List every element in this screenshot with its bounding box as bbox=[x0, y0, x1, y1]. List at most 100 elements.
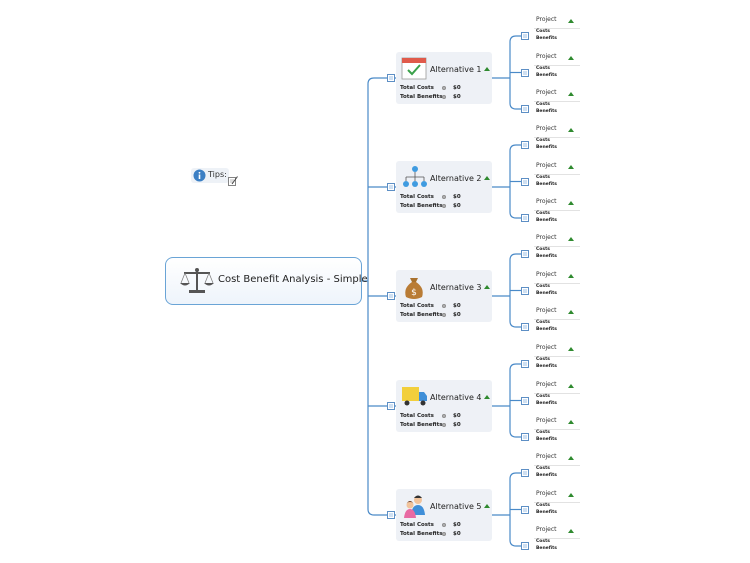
central-topic[interactable]: Cost Benefit Analysis - Simple bbox=[165, 257, 368, 305]
project-label[interactable]: Project bbox=[536, 52, 557, 60]
collapse-arrow-icon[interactable] bbox=[484, 504, 490, 508]
collapse-arrow-icon[interactable] bbox=[568, 55, 574, 60]
divider bbox=[534, 246, 580, 247]
gear-icon bbox=[442, 532, 446, 536]
delivery-truck-icon bbox=[402, 387, 427, 406]
benefits-label: Benefits bbox=[536, 364, 557, 369]
collapse-arrow-icon[interactable] bbox=[484, 285, 490, 289]
total-benefits-value: $0 bbox=[453, 312, 461, 318]
project-label[interactable]: Project bbox=[536, 89, 557, 96]
collapse-arrow-icon[interactable] bbox=[484, 67, 490, 71]
project-label[interactable]: Project bbox=[536, 489, 557, 497]
collapse-toggle[interactable] bbox=[387, 183, 395, 191]
collapse-toggle[interactable] bbox=[521, 141, 529, 149]
collapse-toggle[interactable] bbox=[521, 286, 529, 295]
collapse-arrow-icon[interactable] bbox=[568, 383, 574, 388]
benefits-label: Benefits bbox=[536, 290, 557, 296]
collapse-toggle[interactable] bbox=[521, 542, 529, 550]
collapse-arrow-icon[interactable] bbox=[568, 237, 574, 241]
project-label[interactable]: Project bbox=[536, 453, 557, 460]
note-icon[interactable] bbox=[228, 176, 238, 186]
collapse-toggle[interactable] bbox=[521, 32, 529, 40]
costs-label: Costs bbox=[536, 539, 550, 544]
project-label[interactable]: Project bbox=[536, 307, 557, 314]
project-label[interactable]: Project bbox=[536, 234, 557, 241]
collapse-arrow-icon[interactable] bbox=[568, 420, 574, 424]
project-label[interactable]: Project bbox=[536, 161, 557, 169]
alternative-node[interactable]: Alternative 2 Total Costs $0 Total Benef… bbox=[396, 161, 492, 213]
project-label[interactable]: Project bbox=[536, 198, 557, 205]
collapse-toggle[interactable] bbox=[387, 402, 395, 410]
collapse-arrow-icon[interactable] bbox=[568, 347, 574, 351]
collapse-arrow-icon[interactable] bbox=[568, 164, 574, 169]
collapse-arrow-icon[interactable] bbox=[568, 92, 574, 96]
tips-callout[interactable]: Tips: bbox=[191, 168, 229, 183]
collapse-arrow-icon[interactable] bbox=[568, 19, 574, 23]
benefits-label: Benefits bbox=[536, 72, 557, 78]
collapse-arrow-icon[interactable] bbox=[568, 310, 574, 314]
project-label[interactable]: Project bbox=[536, 417, 557, 424]
collapse-toggle[interactable] bbox=[521, 68, 529, 77]
alternative-node[interactable]: Alternative 5 Total Costs $0 Total Benef… bbox=[396, 489, 492, 541]
collapse-arrow-icon[interactable] bbox=[484, 176, 490, 180]
alternative-node[interactable]: $ Alternative 3 Total Costs $0 Total Ben… bbox=[396, 270, 492, 322]
project-label[interactable]: Project bbox=[536, 270, 557, 278]
collapse-toggle[interactable] bbox=[387, 292, 395, 300]
collapse-toggle[interactable] bbox=[387, 74, 395, 82]
total-costs-label: Total Costs bbox=[400, 413, 434, 419]
costs-label: Costs bbox=[536, 466, 550, 471]
central-title: Cost Benefit Analysis - Simple bbox=[218, 274, 368, 285]
collapse-toggle[interactable] bbox=[521, 469, 529, 477]
project-label[interactable]: Project bbox=[536, 344, 557, 351]
collapse-toggle[interactable] bbox=[521, 433, 529, 441]
connector bbox=[509, 320, 521, 328]
gear-icon bbox=[442, 95, 446, 99]
benefits-label: Benefits bbox=[536, 327, 557, 332]
connector bbox=[367, 508, 396, 516]
connector bbox=[367, 77, 396, 85]
collapse-arrow-icon[interactable] bbox=[484, 395, 490, 399]
total-costs-label: Total Costs bbox=[400, 85, 434, 91]
costs-label: Costs bbox=[536, 65, 550, 71]
total-costs-label: Total Costs bbox=[400, 194, 434, 200]
collapse-toggle[interactable] bbox=[521, 250, 529, 258]
money-bag-icon: $ bbox=[405, 278, 423, 299]
collapse-toggle[interactable] bbox=[521, 323, 529, 331]
gear-icon bbox=[442, 313, 446, 317]
collapse-arrow-icon[interactable] bbox=[568, 128, 574, 132]
divider bbox=[534, 210, 580, 211]
collapse-toggle[interactable] bbox=[387, 511, 395, 519]
costs-label: Costs bbox=[536, 320, 550, 325]
divider bbox=[534, 137, 580, 138]
project-label[interactable]: Project bbox=[536, 125, 557, 132]
project-label[interactable]: Project bbox=[536, 16, 557, 23]
alternative-node[interactable]: Alternative 4 Total Costs $0 Total Benef… bbox=[396, 380, 492, 432]
alternative-title: Alternative 2 bbox=[430, 174, 482, 183]
project-label[interactable]: Project bbox=[536, 380, 557, 388]
costs-label: Costs bbox=[536, 247, 550, 252]
benefits-label: Benefits bbox=[536, 181, 557, 187]
costs-label: Costs bbox=[536, 29, 550, 34]
collapse-arrow-icon[interactable] bbox=[568, 456, 574, 460]
connector bbox=[509, 253, 521, 261]
collapse-toggle[interactable] bbox=[521, 505, 529, 514]
benefits-label: Benefits bbox=[536, 473, 557, 478]
collapse-arrow-icon[interactable] bbox=[568, 529, 574, 533]
divider bbox=[534, 64, 580, 66]
project-label[interactable]: Project bbox=[536, 526, 557, 533]
collapse-arrow-icon[interactable] bbox=[568, 273, 574, 278]
collapse-arrow-icon[interactable] bbox=[568, 492, 574, 497]
gear-icon bbox=[442, 86, 446, 90]
collapse-toggle[interactable] bbox=[521, 105, 529, 113]
collapse-toggle[interactable] bbox=[521, 177, 529, 186]
alternative-node[interactable]: Alternative 1 Total Costs $0 Total Benef… bbox=[396, 52, 492, 104]
divider bbox=[534, 465, 580, 466]
collapse-toggle[interactable] bbox=[521, 214, 529, 222]
scales-icon bbox=[180, 268, 214, 293]
collapse-toggle[interactable] bbox=[521, 360, 529, 368]
collapse-arrow-icon[interactable] bbox=[568, 201, 574, 205]
gear-icon bbox=[442, 423, 446, 427]
collapse-toggle[interactable] bbox=[521, 396, 529, 405]
costs-label: Costs bbox=[536, 393, 550, 399]
